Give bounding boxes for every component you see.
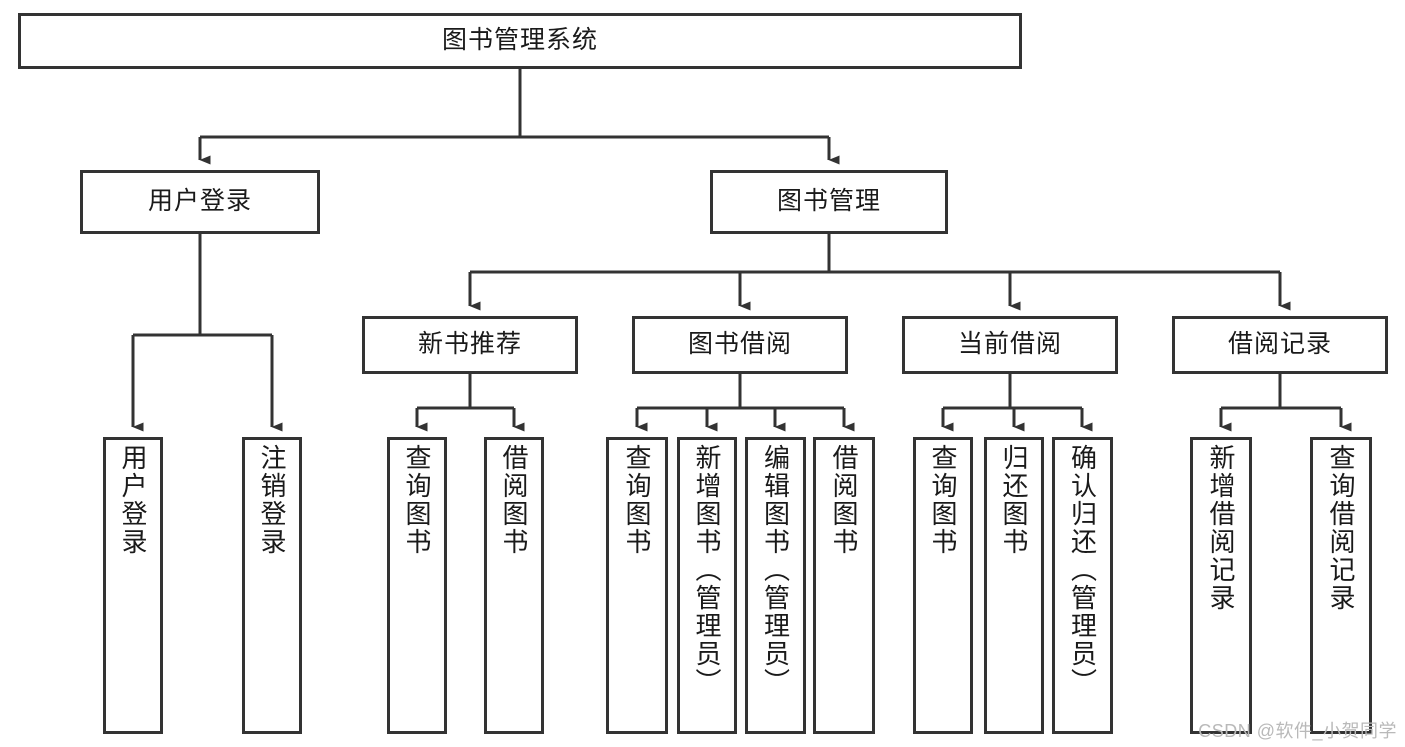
node-label: 编辑图书（管理员） bbox=[760, 444, 791, 696]
node-label: 新增借阅记录 bbox=[1206, 444, 1236, 612]
node-book-manage[interactable]: 图书管理 bbox=[710, 170, 948, 234]
node-label: 用户登录 bbox=[118, 444, 148, 556]
node-label: 查询图书 bbox=[402, 444, 432, 556]
node-label: 借阅图书 bbox=[829, 444, 859, 556]
node-label: 查询图书 bbox=[928, 444, 958, 556]
watermark-text: CSDN @软件_小贺同学 bbox=[1198, 721, 1397, 741]
node-user-login[interactable]: 用户登录 bbox=[80, 170, 320, 234]
node-label: 图书管理系统 bbox=[441, 26, 598, 55]
node-leaf-borrow-book-1[interactable]: 借阅图书 bbox=[484, 437, 544, 734]
node-label: 新增图书（管理员） bbox=[692, 444, 722, 696]
node-book-borrow[interactable]: 图书借阅 bbox=[632, 316, 848, 374]
node-leaf-add-borrow-record[interactable]: 新增借阅记录 bbox=[1190, 437, 1252, 734]
node-leaf-query-book-1[interactable]: 查询图书 bbox=[387, 437, 447, 734]
node-leaf-add-book-admin[interactable]: 新增图书（管理员） bbox=[677, 437, 737, 734]
node-leaf-user-logout[interactable]: 注销登录 bbox=[242, 437, 302, 734]
node-label: 图书管理 bbox=[776, 187, 881, 216]
node-label: 用户登录 bbox=[147, 187, 252, 216]
node-label: 归还图书 bbox=[999, 444, 1029, 556]
node-leaf-user-login[interactable]: 用户登录 bbox=[103, 437, 163, 734]
node-label: 确认归还（管理员） bbox=[1067, 444, 1098, 696]
node-leaf-query-borrow-record[interactable]: 查询借阅记录 bbox=[1310, 437, 1372, 734]
node-leaf-edit-book-admin[interactable]: 编辑图书（管理员） bbox=[745, 437, 806, 734]
node-label: 借阅图书 bbox=[499, 444, 529, 556]
node-new-book-recommend[interactable]: 新书推荐 bbox=[362, 316, 578, 374]
node-system-title[interactable]: 图书管理系统 bbox=[18, 13, 1022, 69]
node-label: 借阅记录 bbox=[1227, 330, 1332, 359]
node-leaf-query-book-2[interactable]: 查询图书 bbox=[606, 437, 668, 734]
node-label: 新书推荐 bbox=[417, 330, 522, 359]
node-current-borrow[interactable]: 当前借阅 bbox=[902, 316, 1118, 374]
node-leaf-return-book[interactable]: 归还图书 bbox=[984, 437, 1044, 734]
node-label: 图书借阅 bbox=[687, 330, 792, 359]
node-leaf-borrow-book-2[interactable]: 借阅图书 bbox=[813, 437, 875, 734]
node-label: 当前借阅 bbox=[957, 330, 1062, 359]
node-borrow-record[interactable]: 借阅记录 bbox=[1172, 316, 1388, 374]
node-label: 查询图书 bbox=[622, 444, 652, 556]
node-leaf-confirm-return[interactable]: 确认归还（管理员） bbox=[1052, 437, 1113, 734]
node-label: 查询借阅记录 bbox=[1326, 444, 1356, 612]
node-leaf-query-book-3[interactable]: 查询图书 bbox=[913, 437, 973, 734]
node-label: 注销登录 bbox=[257, 444, 287, 556]
